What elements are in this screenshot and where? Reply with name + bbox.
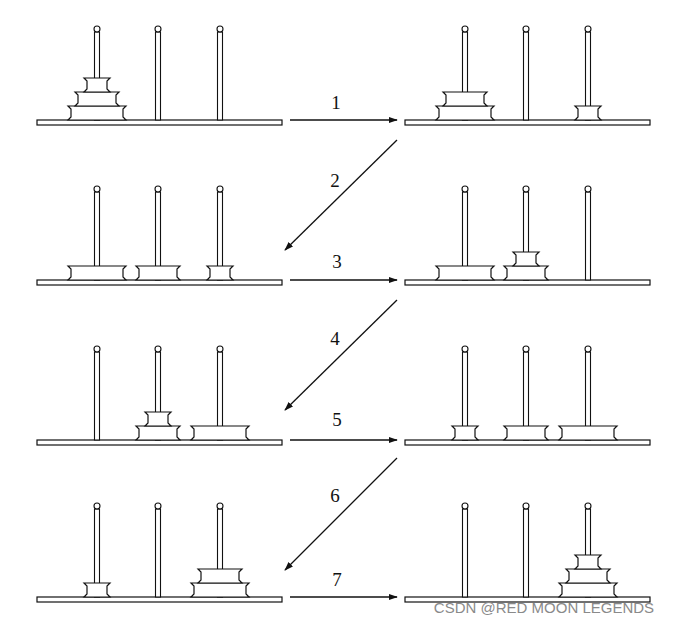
- disk: [136, 426, 180, 440]
- peg-knob: [585, 503, 591, 509]
- base-plate: [37, 440, 282, 445]
- peg: [463, 509, 468, 597]
- peg-knob: [462, 186, 468, 192]
- peg-knob: [94, 503, 100, 509]
- peg-knob: [462, 346, 468, 352]
- disk: [436, 266, 494, 280]
- step-arrow: [290, 596, 397, 597]
- step-number: 6: [330, 486, 340, 505]
- peg-knob: [217, 346, 223, 352]
- tower-panel: [37, 346, 282, 445]
- peg: [586, 192, 591, 280]
- tower-panel: [405, 186, 650, 285]
- disk: [575, 555, 601, 569]
- disk: [191, 583, 249, 597]
- peg-knob: [217, 186, 223, 192]
- step-number: 7: [332, 570, 342, 589]
- peg-knob: [585, 26, 591, 32]
- peg-knob: [523, 26, 529, 32]
- disk: [443, 92, 487, 106]
- disk: [436, 106, 494, 120]
- tower-panel: [37, 26, 282, 125]
- base-plate: [37, 597, 282, 602]
- tower-panel: [405, 346, 650, 445]
- disk: [68, 266, 126, 280]
- peg-knob: [462, 503, 468, 509]
- peg-knob: [523, 346, 529, 352]
- disk: [75, 92, 119, 106]
- disk: [84, 583, 110, 597]
- peg-knob: [94, 186, 100, 192]
- peg-knob: [155, 186, 161, 192]
- disk: [68, 106, 126, 120]
- step-arrow: [285, 300, 397, 410]
- disk: [84, 78, 110, 92]
- peg-knob: [585, 346, 591, 352]
- peg-knob: [217, 26, 223, 32]
- peg-knob: [523, 186, 529, 192]
- peg-knob: [523, 503, 529, 509]
- disk: [504, 426, 548, 440]
- peg-knob: [155, 26, 161, 32]
- peg: [95, 352, 100, 440]
- disk: [136, 266, 180, 280]
- disk: [145, 412, 171, 426]
- peg-knob: [462, 26, 468, 32]
- tower-panel: [37, 503, 282, 602]
- step-arrow: [290, 279, 397, 280]
- peg: [218, 32, 223, 120]
- peg: [524, 32, 529, 120]
- watermark: CSDN @RED MOON LEGENDS: [434, 600, 654, 615]
- step-arrow: [290, 439, 397, 440]
- peg-knob: [217, 503, 223, 509]
- step-arrow: [285, 458, 397, 570]
- peg-knob: [585, 186, 591, 192]
- base-plate: [37, 120, 282, 125]
- base-plate: [405, 280, 650, 285]
- disk: [198, 569, 242, 583]
- peg-knob: [155, 503, 161, 509]
- peg-knob: [155, 346, 161, 352]
- base-plate: [37, 280, 282, 285]
- step-number: 3: [332, 252, 342, 271]
- tower-panel: [405, 503, 650, 602]
- step-arrow: [290, 119, 397, 120]
- peg: [156, 509, 161, 597]
- disk: [513, 252, 539, 266]
- peg: [156, 32, 161, 120]
- peg-knob: [94, 346, 100, 352]
- disk: [559, 426, 617, 440]
- peg: [524, 509, 529, 597]
- step-number: 4: [330, 329, 340, 348]
- step-number: 5: [332, 410, 342, 429]
- base-plate: [405, 440, 650, 445]
- base-plate: [405, 120, 650, 125]
- disk: [566, 569, 610, 583]
- step-number: 1: [331, 93, 341, 112]
- disk: [559, 583, 617, 597]
- tower-panel: [37, 186, 282, 285]
- disk: [452, 426, 478, 440]
- disk: [191, 426, 249, 440]
- step-arrow: [285, 140, 397, 250]
- disk: [207, 266, 233, 280]
- peg-knob: [94, 26, 100, 32]
- disk: [504, 266, 548, 280]
- step-number: 2: [330, 171, 340, 190]
- disk: [575, 106, 601, 120]
- tower-panel: [405, 26, 650, 125]
